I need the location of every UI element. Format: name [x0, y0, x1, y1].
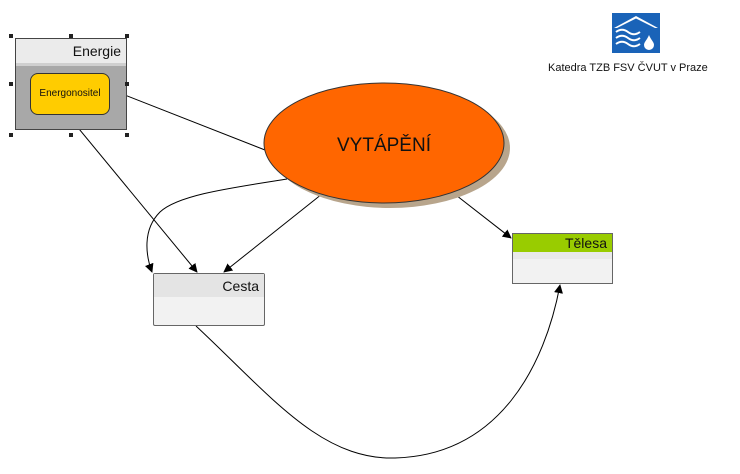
selection-handle-middle-left[interactable]	[9, 82, 13, 86]
node-cesta-header: Cesta	[154, 274, 264, 297]
central-node-label: VYTÁPĚNÍ	[337, 134, 432, 156]
central-node-vytapeni[interactable]	[263, 82, 505, 204]
edge-vytapeni-to-telesa	[451, 191, 512, 239]
edge-energie-to-cesta	[69, 117, 198, 273]
node-energie-header: Energie	[16, 39, 126, 63]
edge-vytapeni-to-cesta-direct	[223, 193, 323, 273]
selection-handle-bottom-left[interactable]	[9, 133, 13, 137]
edge-cesta-to-telesa	[195, 284, 563, 459]
edge-vytapeni-to-energie	[111, 88, 266, 151]
selection-handle-bottom-right[interactable]	[125, 133, 129, 137]
edge-vytapeni-to-cesta-curved	[144, 178, 288, 273]
organization-label: Katedra TZB FSV ČVUT v Praze	[548, 62, 708, 74]
organization-logo-icon	[612, 13, 660, 53]
selection-handle-bottom-center[interactable]	[69, 133, 73, 137]
selection-handle-top-center[interactable]	[69, 34, 73, 38]
node-energie-band	[16, 63, 126, 66]
node-energonositel[interactable]: Energonositel	[30, 73, 110, 115]
selection-handle-middle-right[interactable]	[125, 82, 129, 86]
node-telesa-header: Tělesa	[513, 234, 612, 252]
node-telesa-band	[513, 252, 612, 259]
node-telesa[interactable]: Tělesa	[512, 233, 613, 284]
node-cesta[interactable]: Cesta	[153, 273, 265, 326]
selection-handle-top-left[interactable]	[9, 34, 13, 38]
node-energie[interactable]: Energie Energonositel	[15, 38, 127, 130]
selection-handle-top-right[interactable]	[125, 34, 129, 38]
